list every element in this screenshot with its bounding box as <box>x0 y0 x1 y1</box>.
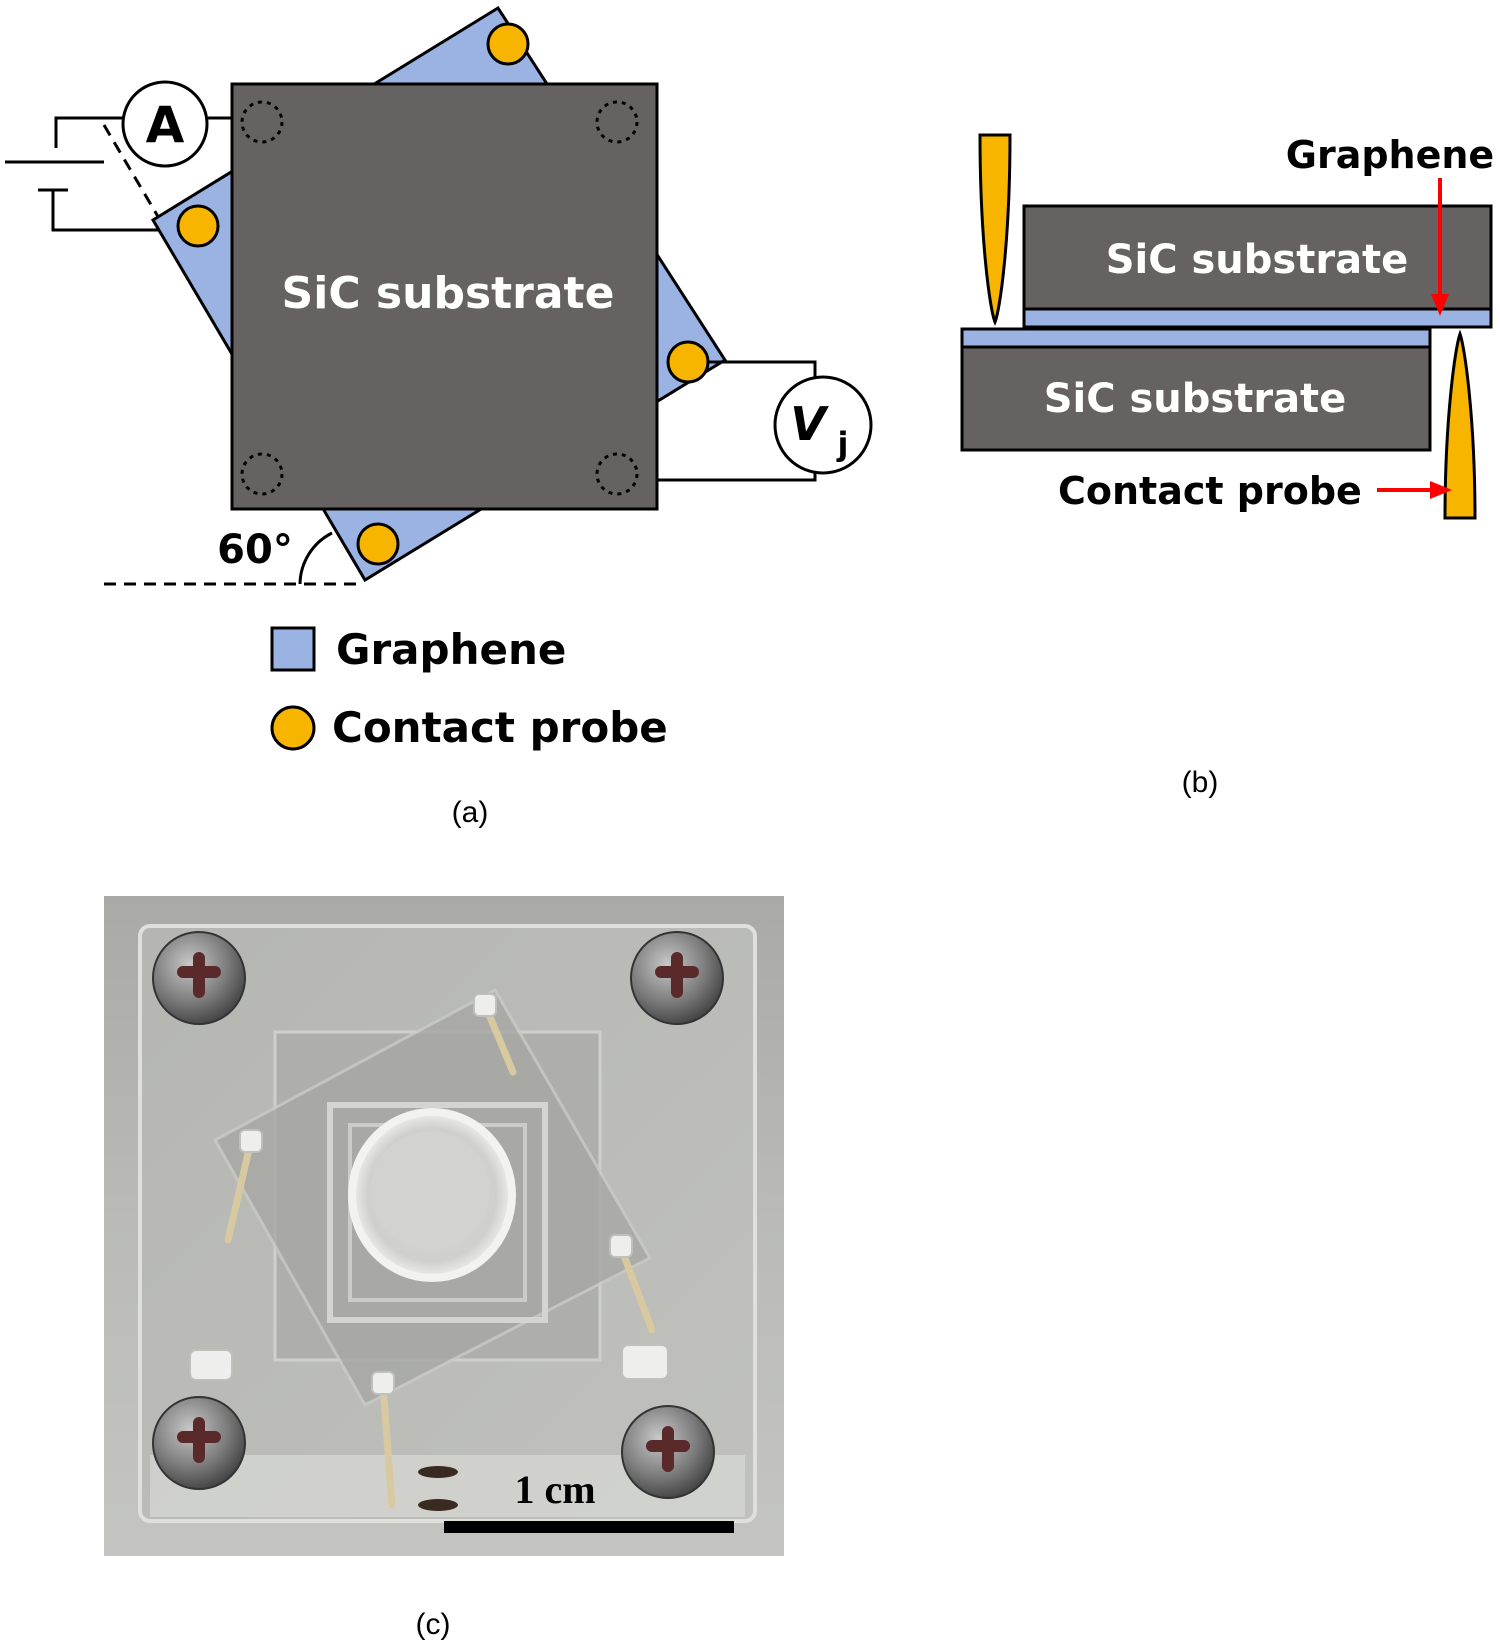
contact-probe-top <box>978 133 1012 326</box>
scale-bar <box>444 1521 734 1533</box>
sic-substrate-bottom-label: SiC substrate <box>1044 376 1347 422</box>
voltmeter <box>773 375 873 475</box>
hidden-probe-positions <box>240 100 639 496</box>
contact-probe-label: Contact probe <box>1058 469 1362 513</box>
pin-collar <box>189 1349 233 1381</box>
legend-graphene-label: Graphene <box>336 625 566 674</box>
contact-probe <box>176 204 220 248</box>
contact-probe-bottom <box>1443 329 1477 520</box>
contact-probe <box>486 22 530 66</box>
sic-substrate-top <box>1022 204 1493 311</box>
photo-inner-frame <box>327 1102 548 1323</box>
photo-mark <box>418 1499 458 1511</box>
sic-substrate-label: SiC substrate <box>282 268 615 319</box>
photo-screws <box>152 931 724 1499</box>
panel-c: 1 cm (c) <box>104 896 784 1641</box>
probe-pin <box>379 1381 396 1509</box>
graphene-arrowhead <box>1431 294 1449 316</box>
photo-mark <box>418 1466 458 1478</box>
graphene-label: Graphene <box>1286 133 1494 177</box>
screw-top-left <box>152 931 246 1025</box>
screw-bottom-left <box>152 1396 246 1490</box>
hidden-probe-position <box>595 100 639 144</box>
pin-collar <box>371 1371 395 1395</box>
contact-probe <box>356 522 400 566</box>
screw-top-right <box>630 931 724 1025</box>
ammeter <box>121 80 209 168</box>
pin-collar <box>473 993 497 1017</box>
sic-substrate-bottom <box>960 345 1432 452</box>
screw-bottom-right <box>621 1405 715 1499</box>
angle-arc <box>298 531 333 585</box>
pin-collar <box>609 1234 633 1258</box>
pin-collar <box>239 1129 263 1153</box>
sic-substrate-top-label: SiC substrate <box>1106 237 1409 283</box>
hidden-probe-position <box>240 100 284 144</box>
legend-probe-swatch <box>270 705 316 751</box>
hidden-probe-position <box>240 452 284 496</box>
hidden-probe-position <box>595 452 639 496</box>
graphene-layer-bottom <box>960 327 1432 349</box>
legend-probe-label: Contact probe <box>332 703 668 752</box>
panel-b: SiC substrate SiC substrate Graphene Con… <box>960 133 1494 799</box>
probe-arrowhead <box>1430 481 1452 499</box>
probe-pin <box>616 1241 656 1334</box>
pin-collar <box>621 1344 669 1380</box>
ammeter-symbol: A <box>146 96 185 154</box>
angle-label: 60° <box>217 527 293 573</box>
scale-label: 1 cm <box>514 1467 595 1512</box>
sic-substrate <box>230 82 659 511</box>
central-window-inner <box>370 1132 490 1248</box>
caption-b: (b) <box>1182 766 1219 799</box>
voltmeter-subscript: j <box>836 425 849 463</box>
probe-pin <box>224 1141 254 1244</box>
panel-a: SiC substrate A V j 60° Graphene <box>5 5 873 829</box>
graphene-layer-top <box>1022 307 1493 329</box>
photo-pin-collars <box>189 993 669 1395</box>
contact-probes <box>176 22 710 566</box>
legend: Graphene Contact probe <box>270 625 668 752</box>
current-circuit <box>5 116 232 232</box>
contact-probe <box>666 340 710 384</box>
voltmeter-symbol: V <box>790 397 829 451</box>
legend-graphene-swatch <box>270 626 316 672</box>
caption-c: (c) <box>416 1608 451 1641</box>
caption-a: (a) <box>452 796 489 829</box>
